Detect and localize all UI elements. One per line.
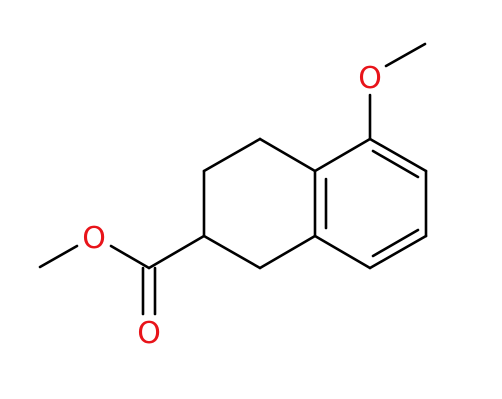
bond-aromatic-c7-c8 [368,234,428,270]
methoxy-oxygen-label: O [358,61,382,96]
bond-aromatic-c5-c6-inner [371,149,420,179]
bond-aromatic-c4a-c5 [313,137,372,173]
bond-aromatic-c5-c6 [368,137,428,173]
carbonyl-oxygen-label: O [137,316,161,351]
bond-methoxy-methyl [384,42,427,68]
bond-c4-c3 [202,137,262,173]
bond-c2-c1 [202,234,262,270]
bond-carbonyl-c-ester-o [109,244,151,270]
bond-c1-c8a [258,234,317,270]
bond-c4a-c4 [258,137,317,173]
bond-ester-o-methyl [38,244,79,269]
bond-c2-carbonyl-c [147,234,206,270]
ester-oxygen-label: O [82,221,106,256]
bond-aromatic-c7-c8-inner [371,228,420,258]
bond-aromatic-c8-c8a [313,234,372,270]
